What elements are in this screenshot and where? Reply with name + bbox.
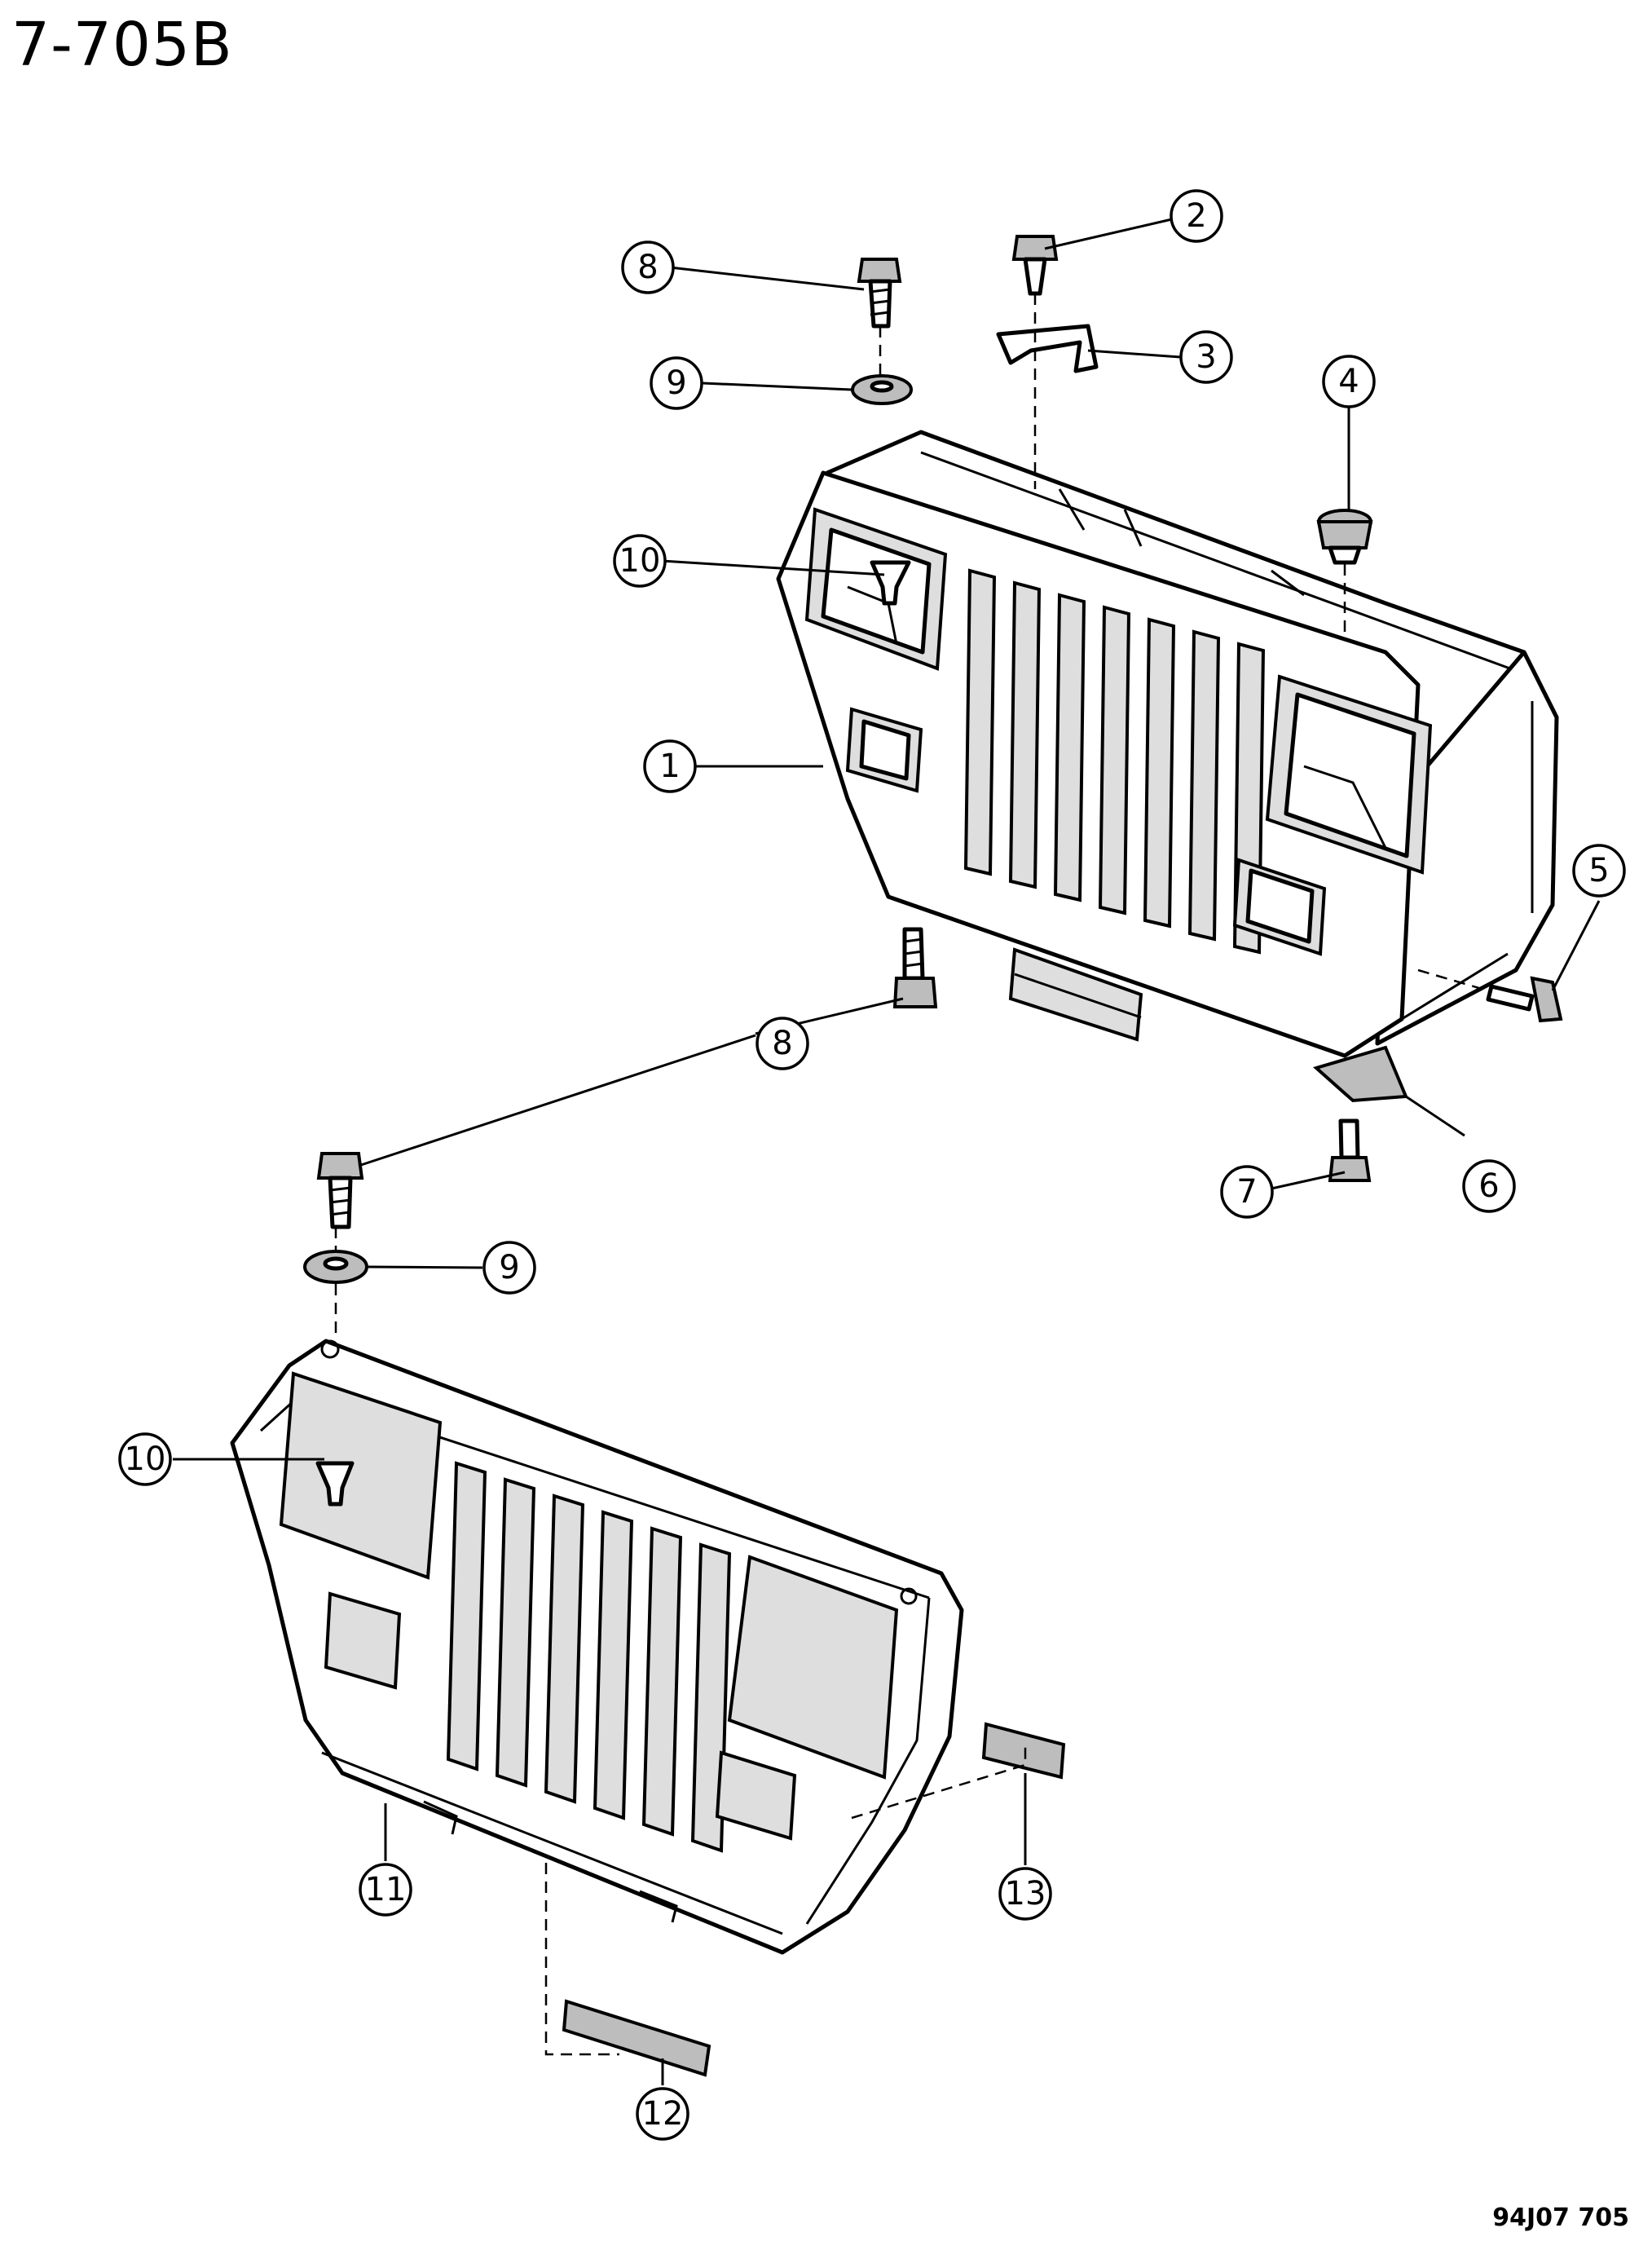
callout-10-lower: 10 xyxy=(118,1432,172,1486)
screw-10-upper xyxy=(870,560,911,606)
bolt-7 xyxy=(1328,1118,1372,1182)
callout-6: 6 xyxy=(1462,1159,1516,1213)
svg-text:9: 9 xyxy=(499,1249,519,1286)
svg-text:12: 12 xyxy=(642,2095,684,2133)
svg-text:8: 8 xyxy=(637,249,658,286)
svg-text:13: 13 xyxy=(1005,1875,1046,1912)
svg-text:5: 5 xyxy=(1588,852,1609,889)
callout-8-lower: 8 xyxy=(756,1017,809,1070)
bracket-3 xyxy=(996,324,1099,373)
screw-10-lower xyxy=(315,1461,355,1507)
callout-11: 11 xyxy=(359,1863,412,1917)
callout-9-upper: 9 xyxy=(650,356,703,410)
svg-text:9: 9 xyxy=(666,364,686,402)
bolt-8-middle xyxy=(892,927,938,1008)
callout-1: 1 xyxy=(643,739,697,793)
svg-text:11: 11 xyxy=(365,1871,407,1908)
svg-text:10: 10 xyxy=(125,1440,166,1478)
figure-code: 94J07 705 xyxy=(1492,2204,1629,2232)
svg-text:7: 7 xyxy=(1236,1173,1257,1211)
callout-8-upper: 8 xyxy=(621,240,675,294)
callout-9-lower: 9 xyxy=(482,1241,536,1295)
bolt-5 xyxy=(1486,976,1563,1023)
callout-5: 5 xyxy=(1572,844,1626,898)
pad-13 xyxy=(981,1722,1066,1780)
svg-text:10: 10 xyxy=(619,542,661,580)
callout-7: 7 xyxy=(1220,1165,1274,1219)
lower-grille-panel xyxy=(230,1339,964,1955)
callout-10-upper: 10 xyxy=(613,534,667,588)
svg-text:3: 3 xyxy=(1196,338,1216,376)
svg-text:4: 4 xyxy=(1338,363,1359,400)
upper-grille-panel xyxy=(776,430,1559,1058)
pad-12 xyxy=(562,1999,711,2077)
svg-text:2: 2 xyxy=(1186,197,1206,235)
wedge-6 xyxy=(1312,1045,1408,1103)
alignment-lines xyxy=(334,293,1488,2056)
callout-13: 13 xyxy=(998,1867,1052,1921)
svg-text:8: 8 xyxy=(772,1025,792,1062)
svg-text:6: 6 xyxy=(1478,1167,1499,1205)
screw-2 xyxy=(1011,235,1059,296)
page-title: 7-705B xyxy=(11,10,233,80)
callout-12: 12 xyxy=(636,2087,689,2141)
plug-4 xyxy=(1316,509,1373,565)
bolt-8-upper xyxy=(857,258,902,329)
callout-4: 4 xyxy=(1322,355,1376,408)
bolt-8-lower xyxy=(316,1152,364,1229)
callout-2: 2 xyxy=(1170,189,1223,243)
leader-lines xyxy=(173,214,1601,2085)
svg-text:1: 1 xyxy=(659,748,680,785)
callout-3: 3 xyxy=(1179,330,1233,384)
